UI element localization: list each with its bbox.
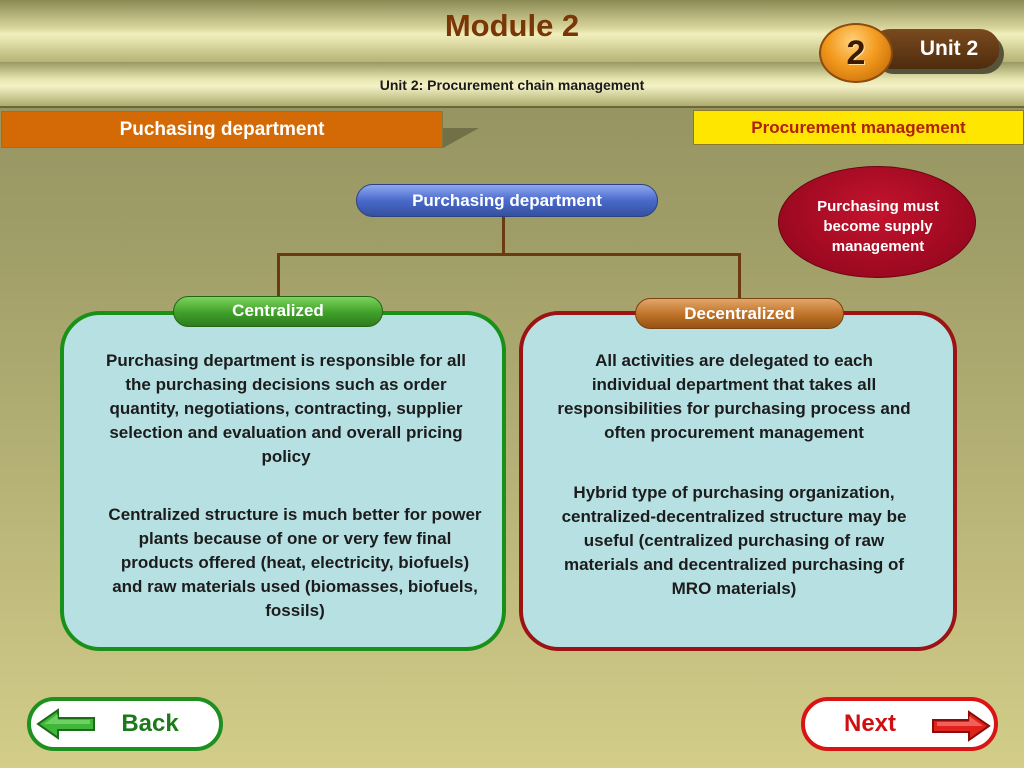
centralized-pill — [173, 296, 383, 327]
tab-shadow — [443, 128, 479, 148]
centralized-paragraph-1: Purchasing department is responsible for… — [106, 351, 466, 466]
decentralized-pill — [635, 298, 844, 329]
connector-bar — [277, 253, 741, 256]
tab-purchasing-department[interactable] — [1, 111, 443, 148]
centralized-paragraph-2: Centralized structure is much better for… — [108, 505, 482, 620]
root-node-label: Purchasing department — [412, 191, 602, 210]
module-title: Module 2 — [444, 8, 580, 43]
next-button-label: Next — [843, 710, 897, 737]
connector-left — [277, 253, 280, 297]
decentralized-paragraph-2: Hybrid type of purchasing organization, … — [561, 483, 907, 598]
unit-number-badge — [819, 23, 893, 83]
decentralized-paragraph-1: All activities are delegated to each ind… — [557, 351, 911, 442]
tab-purchasing-department-label: Puchasing department — [119, 119, 325, 140]
connector-right — [738, 253, 741, 299]
unit-badge-label: Unit 2 — [919, 37, 979, 60]
unit-number: 2 — [846, 34, 866, 72]
decentralized-label: Decentralized — [684, 304, 795, 323]
unit-subtitle: Unit 2: Procurement chain management — [379, 77, 645, 93]
arrow-right-icon — [932, 710, 991, 742]
decentralized-panel — [519, 311, 957, 651]
note-text: Purchasing must become supply management — [817, 198, 939, 255]
centralized-label: Centralized — [232, 301, 324, 320]
connector-trunk — [502, 217, 505, 255]
back-button-label: Back — [121, 710, 179, 737]
tab-procurement-management[interactable] — [693, 110, 1024, 145]
note-ellipse — [778, 166, 976, 278]
tab-procurement-management-label: Procurement management — [751, 118, 966, 137]
root-node — [356, 184, 658, 217]
arrow-left-icon — [36, 708, 95, 740]
